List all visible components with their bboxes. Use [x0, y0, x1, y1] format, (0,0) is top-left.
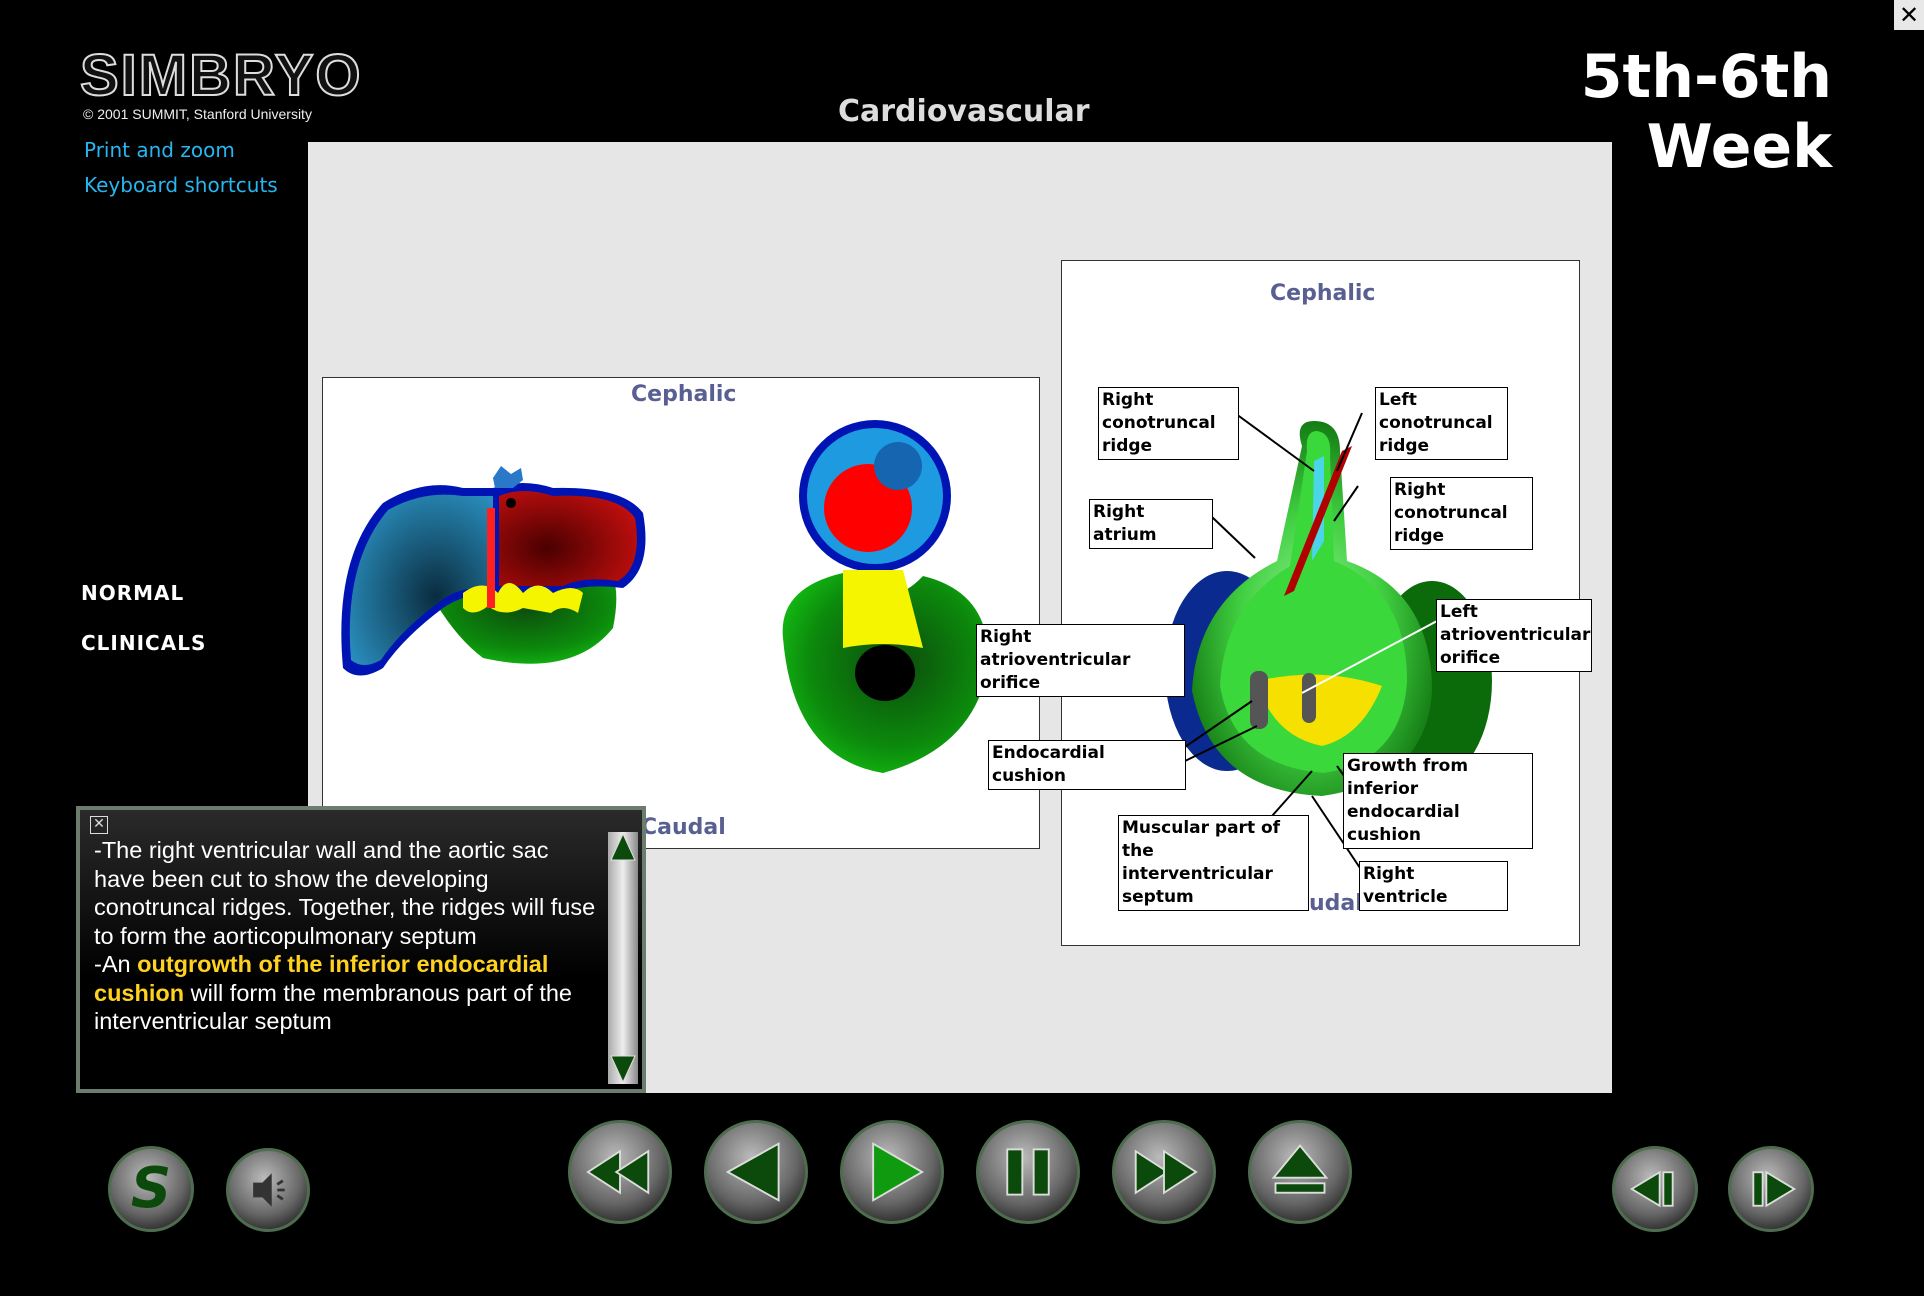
left-caudal-label: Caudal	[641, 815, 726, 840]
callout-left-av-orifice: Left atrioventricular orifice	[1436, 599, 1592, 672]
info-text: -The right ventricular wall and the aort…	[94, 836, 602, 1036]
sound-button[interactable]	[226, 1148, 310, 1232]
next-frame-icon	[1752, 1170, 1797, 1208]
back-button[interactable]	[704, 1120, 808, 1224]
callout-right-ventricle: Right ventricle	[1359, 861, 1508, 911]
pause-icon	[1006, 1148, 1050, 1196]
scroll-down-icon[interactable]	[610, 1055, 636, 1084]
left-diagram-panel: Cephalic Caudal	[322, 377, 1040, 849]
week-title: 5th-6th Week	[1580, 42, 1832, 182]
heart-interior-drawing	[1165, 410, 1492, 872]
tab-clinicals[interactable]: CLINICALS	[81, 631, 207, 655]
info-line-1: -The right ventricular wall and the aort…	[94, 837, 596, 949]
eject-button[interactable]	[1248, 1120, 1352, 1224]
prev-frame-button[interactable]	[1612, 1146, 1698, 1232]
callout-right-conotruncal-ridge-2: Right conotruncal ridge	[1390, 477, 1533, 550]
info-line-2-suffix: will form the membranous part of the int…	[94, 979, 573, 1035]
illustration-stage: Cephalic Caudal	[308, 142, 1612, 1093]
ventricular-lumen	[855, 645, 915, 701]
play-button[interactable]	[840, 1120, 944, 1224]
fast-forward-button[interactable]	[1112, 1120, 1216, 1224]
simbryo-logo: SIMBRYO	[79, 43, 363, 108]
rewind-button[interactable]	[568, 1120, 672, 1224]
s-letter: S	[130, 1156, 172, 1221]
eject-icon	[1271, 1144, 1329, 1194]
right-cephalic-label: Cephalic	[1270, 281, 1376, 306]
left-av-orifice-shape	[1302, 673, 1316, 723]
info-highlight: outgrowth of the inferior endocardial cu…	[94, 951, 549, 1006]
septum-line	[487, 508, 495, 608]
callout-right-av-orifice: Right atrioventricular orifice	[976, 624, 1185, 697]
pulmonary-lumen	[874, 442, 922, 490]
logo-text: SIMBRYO	[79, 43, 363, 108]
prev-frame-icon	[1629, 1170, 1674, 1208]
section-title: Cardiovascular	[838, 94, 1090, 129]
callout-growth-inferior-cushion: Growth from inferior endocardial cushion	[1343, 753, 1533, 849]
info-line-2-prefix: -An	[94, 951, 138, 977]
back-icon	[725, 1142, 780, 1202]
scroll-up-icon[interactable]	[610, 832, 636, 861]
next-frame-button[interactable]	[1728, 1146, 1814, 1232]
ostium-dot	[506, 498, 516, 508]
callout-left-conotruncal-ridge: Left conotruncal ridge	[1375, 387, 1508, 460]
copyright-text: © 2001 SUMMIT, Stanford University	[83, 106, 312, 122]
simbryo-s-button[interactable]: S	[108, 1146, 194, 1232]
play-icon	[872, 1142, 925, 1202]
callout-right-conotruncal-ridge-1: Right conotruncal ridge	[1098, 387, 1239, 460]
right-atrium-shape	[349, 494, 493, 665]
callout-muscular-septum: Muscular part of the interventricular se…	[1118, 815, 1309, 911]
print-zoom-link[interactable]: Print and zoom	[84, 138, 235, 162]
sound-icon	[253, 1173, 285, 1207]
window-close-button[interactable]: ✕	[1894, 0, 1924, 30]
left-cephalic-label: Cephalic	[631, 382, 737, 407]
info-scrollbar[interactable]	[608, 832, 638, 1084]
left-atrium-shape	[499, 491, 637, 586]
callout-endocardial-cushion: Endocardial cushion	[988, 740, 1186, 790]
right-diagram-panel: Cephalic Caudal	[976, 260, 1592, 946]
tab-normal[interactable]: NORMAL	[81, 581, 185, 605]
info-close-button[interactable]: ✕	[90, 816, 108, 834]
left-conotruncal-ridge-shape	[1284, 446, 1352, 596]
info-text-box: ✕ -The right ventricular wall and the ao…	[76, 806, 646, 1093]
fast-forward-icon	[1134, 1149, 1198, 1195]
keyboard-shortcuts-link[interactable]: Keyboard shortcuts	[84, 173, 278, 197]
rewind-icon	[586, 1149, 650, 1195]
sinus-venosus-shape	[493, 466, 523, 488]
pause-button[interactable]	[976, 1120, 1080, 1224]
cushion-tissue	[843, 570, 923, 648]
callout-right-atrium: Right atrium	[1089, 499, 1213, 549]
heart-cross-section-drawings	[341, 420, 989, 773]
right-av-orifice-shape	[1250, 671, 1268, 729]
endocardial-cushion-shape	[1257, 674, 1382, 746]
